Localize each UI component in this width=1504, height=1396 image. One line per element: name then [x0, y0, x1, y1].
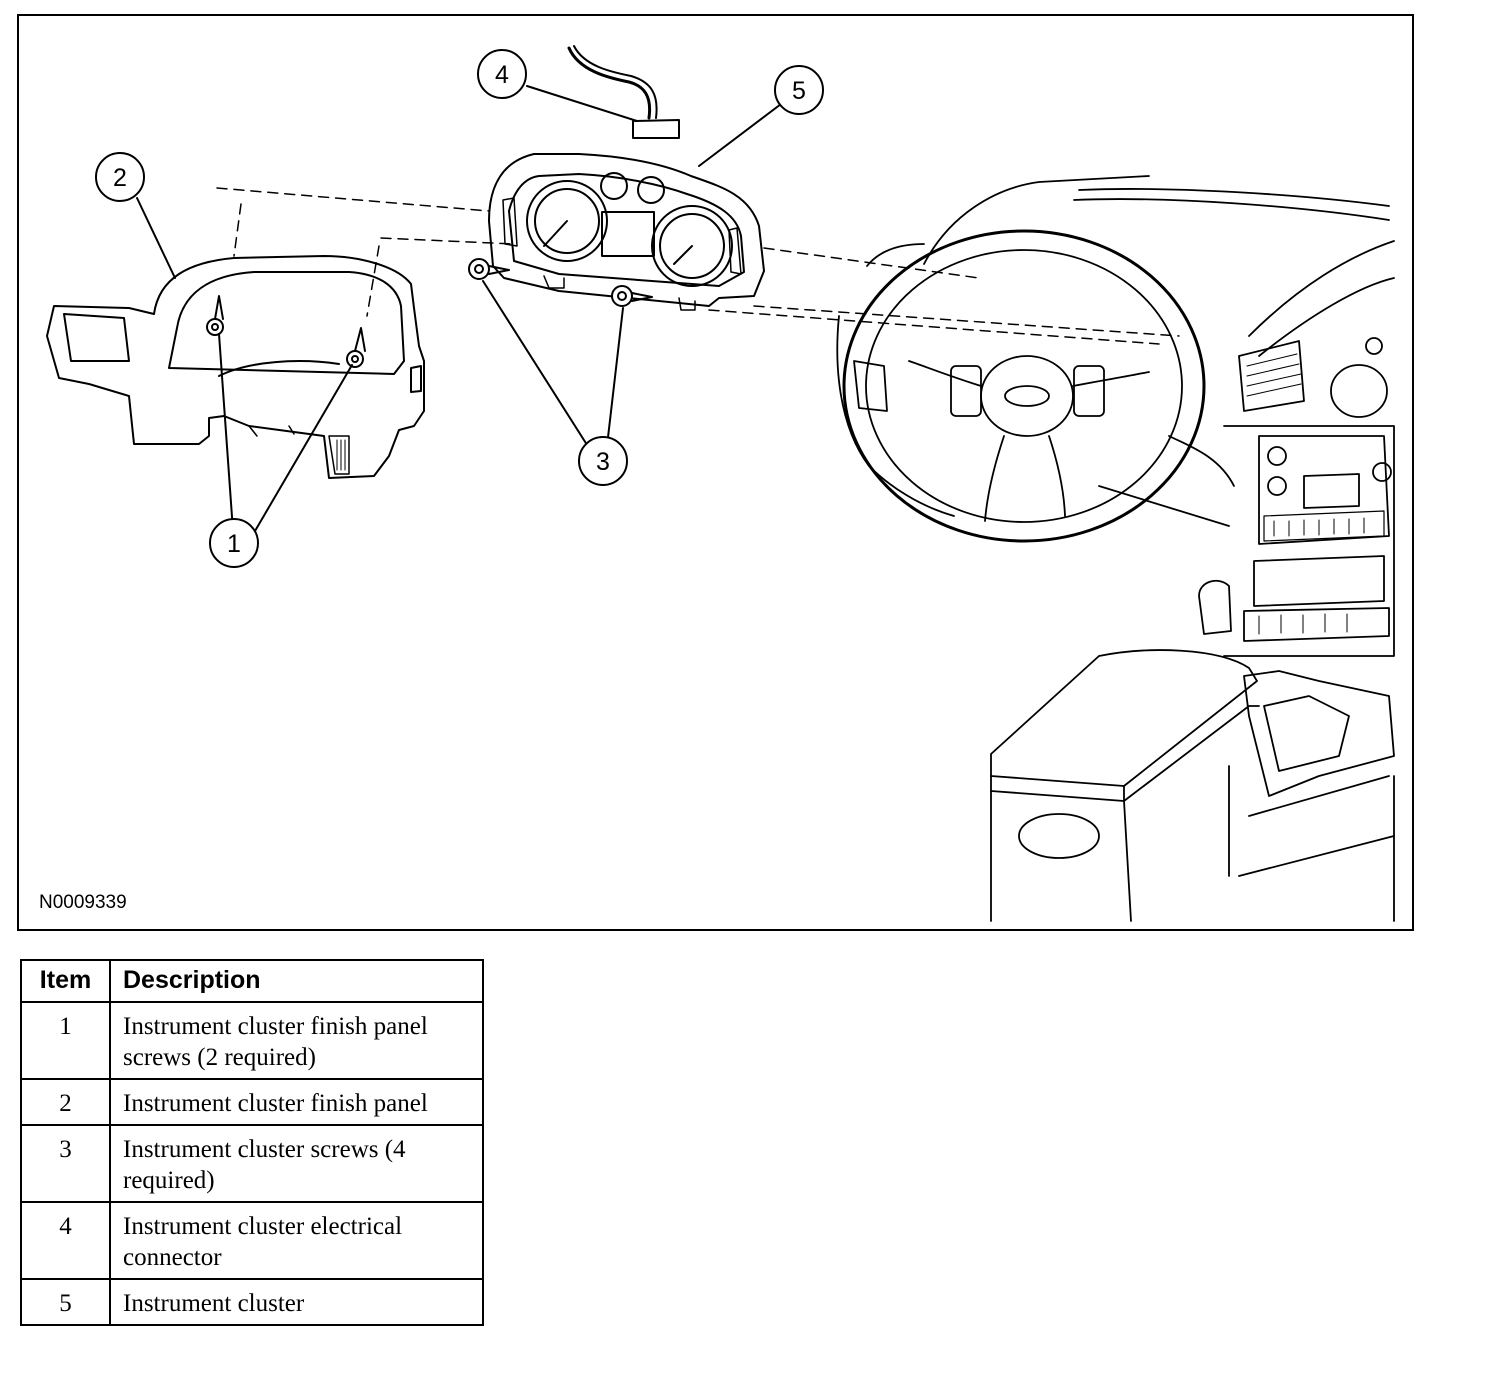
legend-item-description: Instrument cluster	[109, 1278, 484, 1326]
finish-panel-drawing	[46, 255, 425, 479]
dashboard-drawing	[836, 175, 1395, 922]
legend-item-description: Instrument cluster finish panel screws (…	[109, 1001, 484, 1080]
exploded-view-figure: 2 4 5 1 3 N0009339	[17, 14, 1414, 931]
legend-header-description: Description	[109, 959, 484, 1003]
callout-1: 1	[209, 518, 259, 568]
legend-item-description: Instrument cluster screws (4 required)	[109, 1124, 484, 1203]
instrument-cluster-drawing	[488, 153, 765, 311]
callout-4-label: 4	[495, 61, 509, 89]
legend-item-number: 4	[20, 1201, 111, 1280]
legend-table: Item Description 1 Instrument cluster fi…	[20, 959, 484, 1326]
legend-item-number: 2	[20, 1078, 111, 1126]
legend-row: 2 Instrument cluster finish panel	[20, 1078, 484, 1126]
callout-3: 3	[578, 436, 628, 486]
legend-item-number: 5	[20, 1278, 111, 1326]
cluster-screws-drawing	[468, 258, 653, 307]
electrical-connector-drawing	[567, 45, 680, 139]
legend-header-row: Item Description	[20, 959, 484, 1003]
legend-item-number: 1	[20, 1001, 111, 1080]
callout-5-label: 5	[792, 77, 806, 105]
figure-id: N0009339	[39, 892, 127, 913]
alignment-lines	[216, 187, 1180, 345]
legend-item-description: Instrument cluster electrical connector	[109, 1201, 484, 1280]
legend-row: 3 Instrument cluster screws (4 required)	[20, 1124, 484, 1203]
callout-2-label: 2	[113, 164, 127, 192]
callout-4: 4	[477, 49, 527, 99]
legend-row: 5 Instrument cluster	[20, 1278, 484, 1326]
callout-2: 2	[95, 152, 145, 202]
callout-3-label: 3	[596, 448, 610, 476]
leader-lines	[136, 85, 790, 532]
legend-row: 4 Instrument cluster electrical connecto…	[20, 1201, 484, 1280]
legend-row: 1 Instrument cluster finish panel screws…	[20, 1001, 484, 1080]
callout-1-label: 1	[227, 530, 241, 558]
legend-item-number: 3	[20, 1124, 111, 1203]
legend-header-item: Item	[20, 959, 111, 1003]
finish-panel-screws-drawing	[206, 295, 366, 368]
legend-item-description: Instrument cluster finish panel	[109, 1078, 484, 1126]
instrument-cluster-illustration: 2 4 5 1 3	[46, 45, 1395, 922]
callout-5: 5	[774, 65, 824, 115]
